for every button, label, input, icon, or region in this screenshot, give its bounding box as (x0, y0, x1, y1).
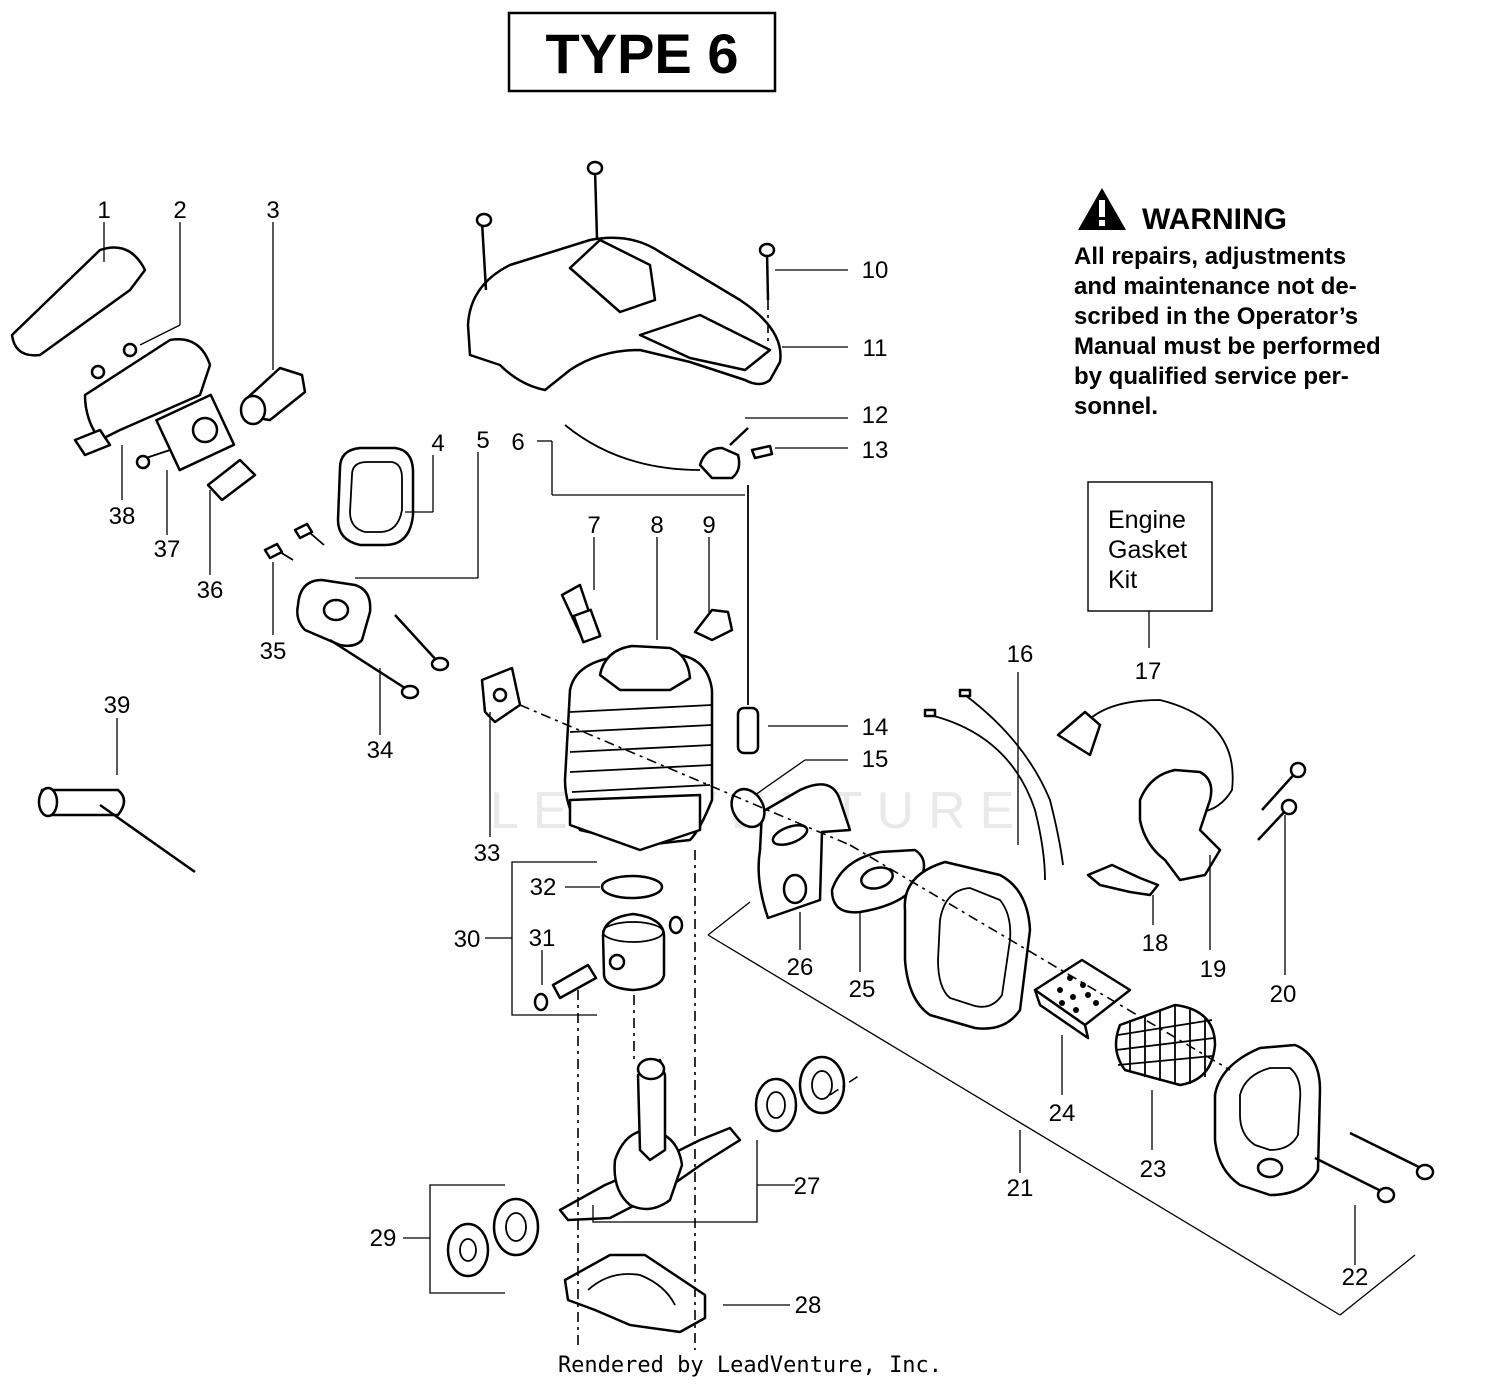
part-intake-boot (239, 366, 307, 426)
leader-lines (103, 222, 1416, 1316)
part-top-cover (466, 160, 782, 392)
part-fuel-pickup (736, 485, 760, 755)
callout-10: 10 (862, 257, 889, 284)
callout-29: 29 (370, 1225, 397, 1252)
part-intake-bolts (329, 614, 450, 700)
engine-gasket-kit-box: Engine Gasket Kit (1087, 481, 1213, 648)
part-spark-plug (560, 583, 602, 644)
callout-38: 38 (109, 503, 136, 530)
callout-32: 32 (530, 874, 557, 901)
part-crankcase-bearings (754, 1055, 846, 1133)
callout-25: 25 (849, 976, 876, 1003)
callout-2: 2 (173, 197, 186, 224)
warning-block: WARNING All repairs, adjustments and mai… (1074, 188, 1387, 420)
part-crankshaft-seals (446, 1197, 540, 1278)
callout-31: 31 (529, 925, 556, 952)
part-crankcase (563, 1253, 707, 1334)
part-heat-shield (757, 783, 852, 920)
part-intake-adapter (263, 522, 372, 648)
callout-5: 5 (476, 427, 489, 454)
callout-34: 34 (367, 737, 394, 764)
callout-1: 1 (97, 197, 110, 224)
callout-18: 18 (1142, 930, 1169, 957)
footer-credit: Rendered by LeadVenture, Inc. (558, 1353, 942, 1378)
callout-20: 20 (1270, 981, 1297, 1008)
callout-22: 22 (1342, 1264, 1369, 1291)
callout-12: 12 (862, 402, 889, 429)
callout-39: 39 (104, 692, 131, 719)
callout-3: 3 (266, 197, 279, 224)
callout-6: 6 (511, 429, 524, 456)
part-fuel-line (564, 424, 701, 471)
callout-13: 13 (862, 437, 889, 464)
callout-14: 14 (862, 714, 889, 741)
callout-36: 36 (197, 577, 224, 604)
callout-27: 27 (794, 1173, 821, 1200)
part-scrench-tool (37, 786, 196, 874)
part-cylinder (563, 644, 714, 852)
warning-heading: WARNING (1142, 203, 1287, 236)
part-ignition-module (1056, 699, 1307, 897)
part-muffler-cover (1213, 1043, 1435, 1204)
diagram-title: TYPE 6 (546, 22, 739, 85)
part-intake-seal (336, 446, 415, 547)
part-piston-kit (533, 874, 684, 1012)
part-crankshaft (558, 1057, 742, 1222)
callout-11: 11 (863, 335, 888, 362)
warning-text: All repairs, adjustments and maintenance… (1074, 243, 1387, 420)
warning-triangle-icon (1078, 188, 1126, 230)
callout-30: 30 (454, 926, 481, 953)
part-air-filter-cover (10, 246, 147, 357)
callout-7: 7 (587, 512, 600, 539)
callout-17: 17 (1135, 658, 1162, 685)
kit-label: Engine Gasket Kit (1108, 506, 1194, 594)
part-intake-gasket (480, 666, 522, 724)
callout-23: 23 (1140, 1156, 1167, 1183)
callout-8: 8 (650, 512, 663, 539)
part-muffler (903, 860, 1032, 1030)
callout-9: 9 (702, 512, 715, 539)
callout-15: 15 (862, 746, 889, 773)
part-vent-valve (698, 427, 774, 480)
callout-35: 35 (260, 638, 287, 665)
callout-4: 4 (431, 430, 444, 457)
callout-16: 16 (1007, 641, 1034, 668)
callout-19: 19 (1200, 956, 1227, 983)
callout-33: 33 (474, 840, 501, 867)
part-muffler-baffle (1033, 958, 1132, 1040)
callout-numbers: 1 2 3 4 5 6 7 8 9 10 11 12 13 14 15 16 1… (97, 197, 1368, 1319)
callout-28: 28 (795, 1292, 822, 1319)
assembly-dashlines (519, 704, 1231, 1350)
callout-21: 21 (1007, 1175, 1034, 1202)
part-carburetor-assembly (73, 338, 257, 502)
callout-37: 37 (154, 536, 181, 563)
part-spark-arrestor-screen (1114, 1003, 1217, 1087)
part-decompression-valve (693, 608, 734, 642)
part-ground-wire (923, 688, 1064, 881)
title-box: TYPE 6 (507, 11, 777, 93)
callout-24: 24 (1049, 1100, 1076, 1127)
callout-26: 26 (787, 954, 814, 981)
